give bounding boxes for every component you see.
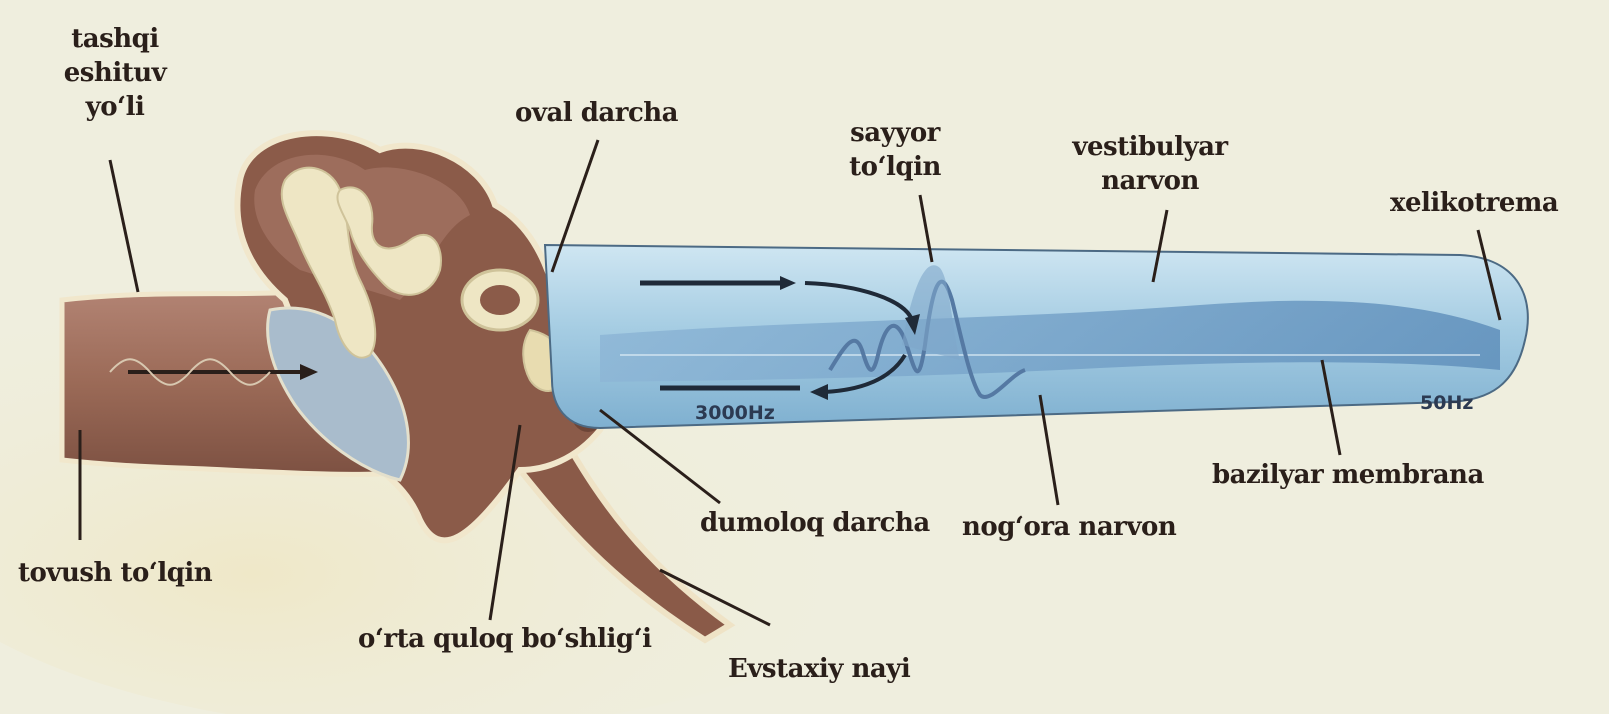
label-low-frequency: 50Hz — [1420, 392, 1473, 414]
label-eustachian-tube: Evstaxiy nayi — [728, 652, 910, 686]
label-traveling-wave-line1: sayyor — [825, 116, 965, 150]
label-oval-window: oval darcha — [515, 96, 678, 130]
label-tympanic-duct: nog‘ora narvon — [962, 510, 1176, 544]
label-outer-canal-line2: eshituv — [55, 56, 175, 90]
label-traveling-wave: sayyor to‘lqin — [825, 116, 965, 184]
label-outer-canal-line1: tashqi — [55, 22, 175, 56]
label-high-frequency: 3000Hz — [695, 402, 775, 424]
stapes-hole — [480, 285, 520, 315]
label-outer-canal: tashqi eshituv yo‘li — [55, 22, 175, 124]
label-round-window: dumoloq darcha — [700, 506, 930, 540]
label-traveling-wave-line2: to‘lqin — [825, 150, 965, 184]
label-sound-wave: tovush to‘lqin — [18, 556, 212, 590]
label-basilar-membrane: bazilyar membrana — [1212, 458, 1484, 492]
label-helicotrema: xelikotrema — [1390, 186, 1558, 220]
label-vestibular-duct-line2: narvon — [1050, 164, 1250, 198]
label-vestibular-duct-line1: vestibulyar — [1050, 130, 1250, 164]
label-vestibular-duct: vestibulyar narvon — [1050, 130, 1250, 198]
label-middle-ear-cavity: o‘rta quloq bo‘shlig‘i — [358, 622, 652, 656]
label-outer-canal-line3: yo‘li — [55, 90, 175, 124]
